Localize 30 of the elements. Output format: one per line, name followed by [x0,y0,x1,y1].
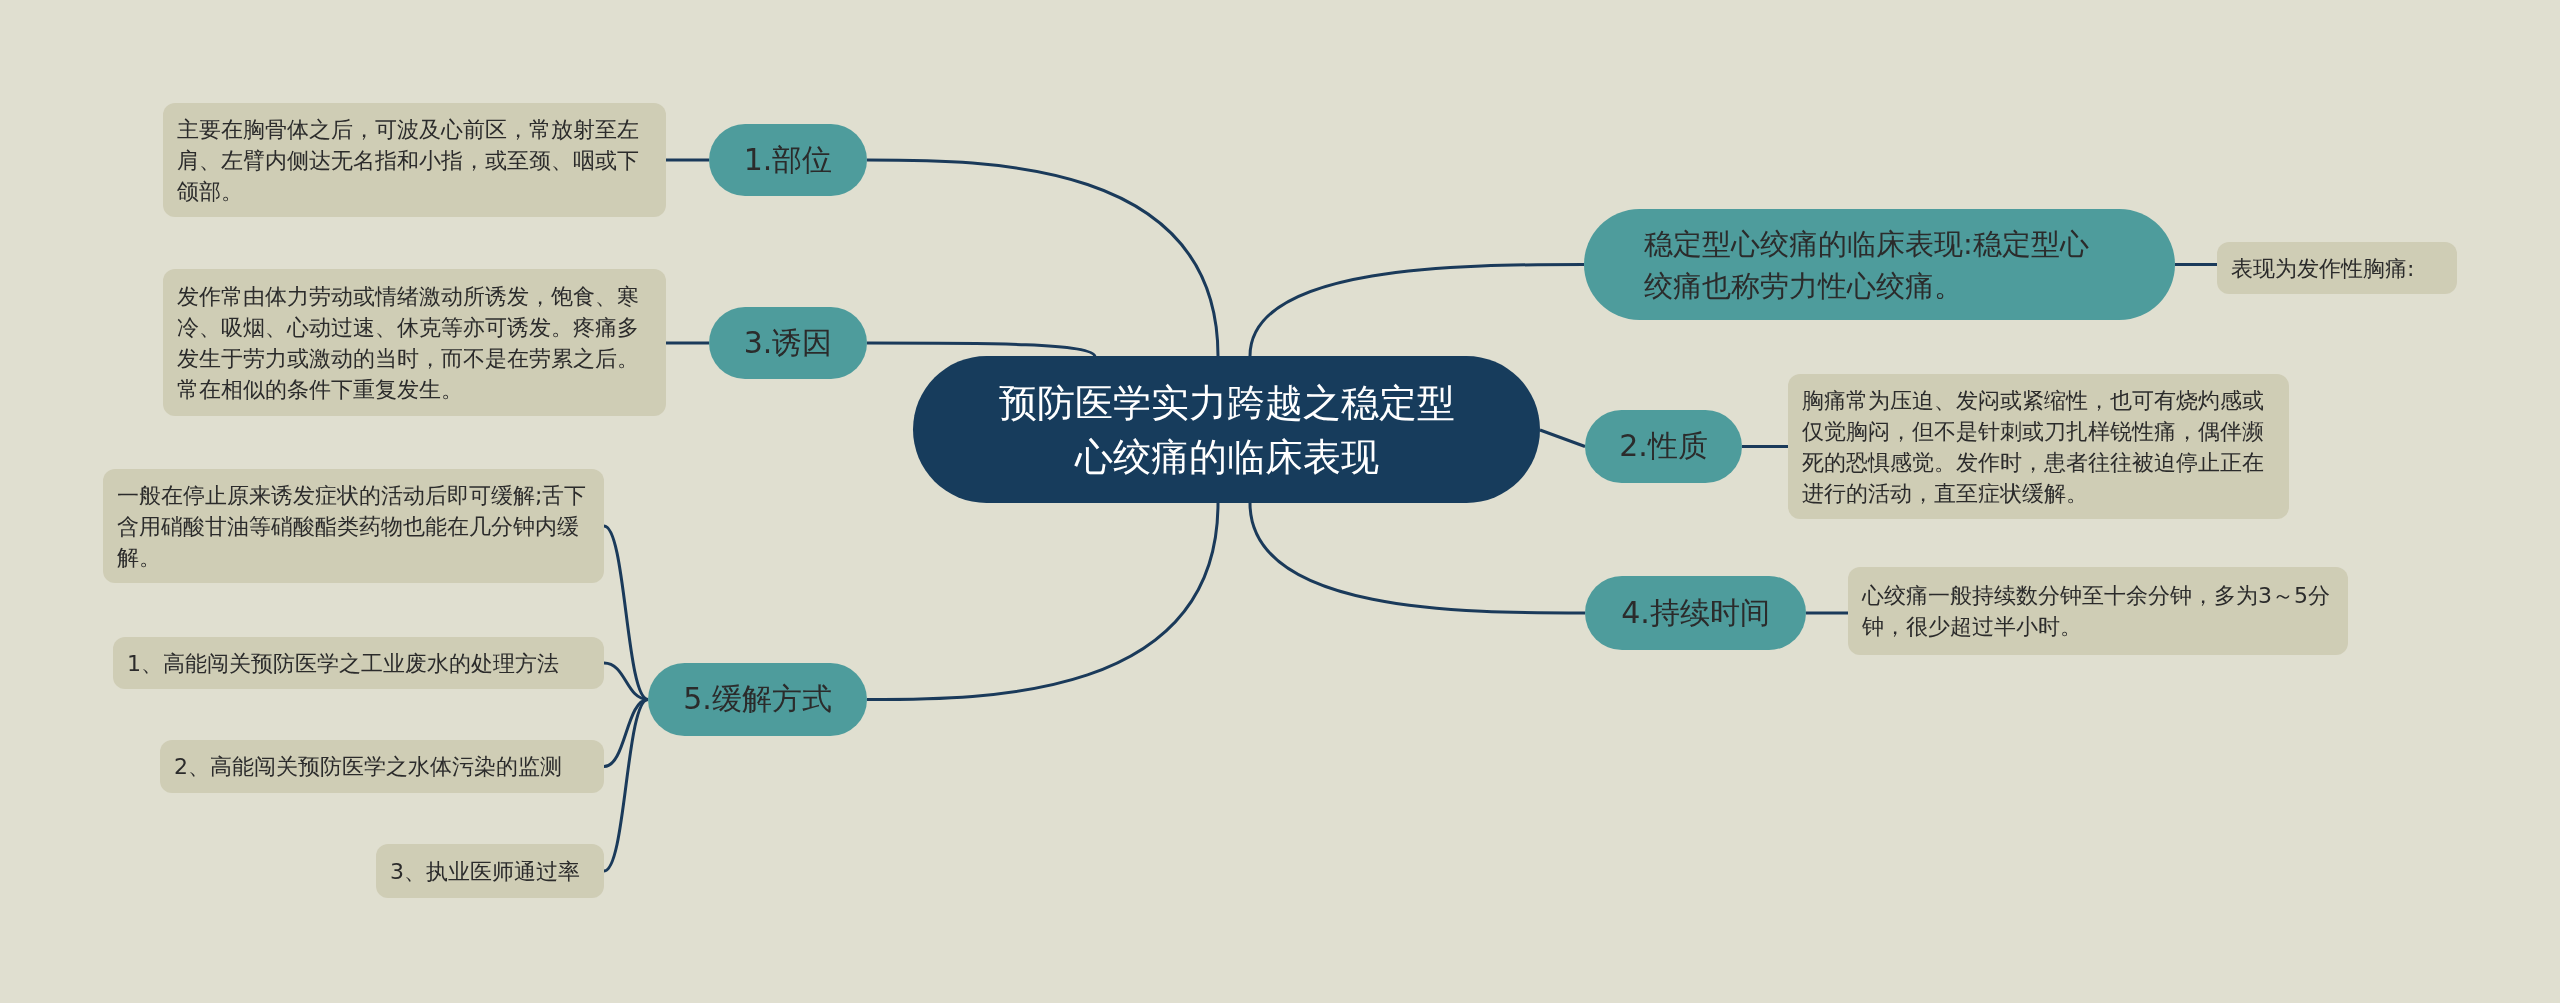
topic-box: 2.性质 [1585,410,1742,483]
connector-line [2175,263,2217,266]
title-box: 预防医学实力跨越之稳定型心绞痛的临床表现 [913,356,1540,503]
connector-line [603,698,649,873]
topic-box: 1.部位 [709,124,867,196]
note-box: 心绞痛一般持续数分钟至十余分钟，多为3～5分钟，很少超过半小时。 [1848,567,2348,655]
connector-line [603,698,649,768]
connector-line [1539,428,1586,448]
note-box: 一般在停止原来诱发症状的活动后即可缓解;舌下含用硝酸甘油等硝酸酯类药物也能在几分钟内缓解。 [103,469,604,583]
connector-line [867,341,1097,358]
topic-box: 5.缓解方式 [648,663,867,736]
topic-box: 稳定型心绞痛的临床表现:稳定型心绞痛也称劳力性心绞痛。 [1584,209,2175,320]
note-box: 3、执业医师通过率 [376,844,604,898]
connector-line [1742,445,1788,448]
connector-line [867,158,1220,357]
note-box: 2、高能闯关预防医学之水体污染的监测 [160,740,604,793]
connector-line [1806,611,1848,615]
connector-line [1248,502,1585,615]
connector-line [666,341,709,345]
note-box: 表现为发作性胸痛: [2217,242,2457,294]
connector-line [1248,263,1584,357]
note-box: 发作常由体力劳动或情绪激动所诱发，饱食、寒冷、吸烟、心动过速、休克等亦可诱发。疼痛多发生于劳力或激动的当时，而不是在劳累之后。常在相似的条件下重复发生。 [163,269,666,416]
topic-box: 3.诱因 [709,307,867,379]
note-box: 胸痛常为压迫、发闷或紧缩性，也可有烧灼感或仅觉胸闷，但不是针刺或刀扎样锐性痛，偶伴濒死的恐惧感觉。发作时，患者往往被迫停止正在进行的活动，直至症状缓解。 [1788,374,2289,519]
connector-line [867,502,1220,701]
note-box: 主要在胸骨体之后，可波及心前区，常放射至左肩、左臂内侧达无名指和小指，或至颈、咽或下颌部。 [163,103,666,217]
topic-box: 4.持续时间 [1585,576,1806,650]
connector-line [603,524,649,701]
note-box: 1、高能闯关预防医学之工业废水的处理方法 [113,637,604,689]
connector-line [666,158,709,162]
